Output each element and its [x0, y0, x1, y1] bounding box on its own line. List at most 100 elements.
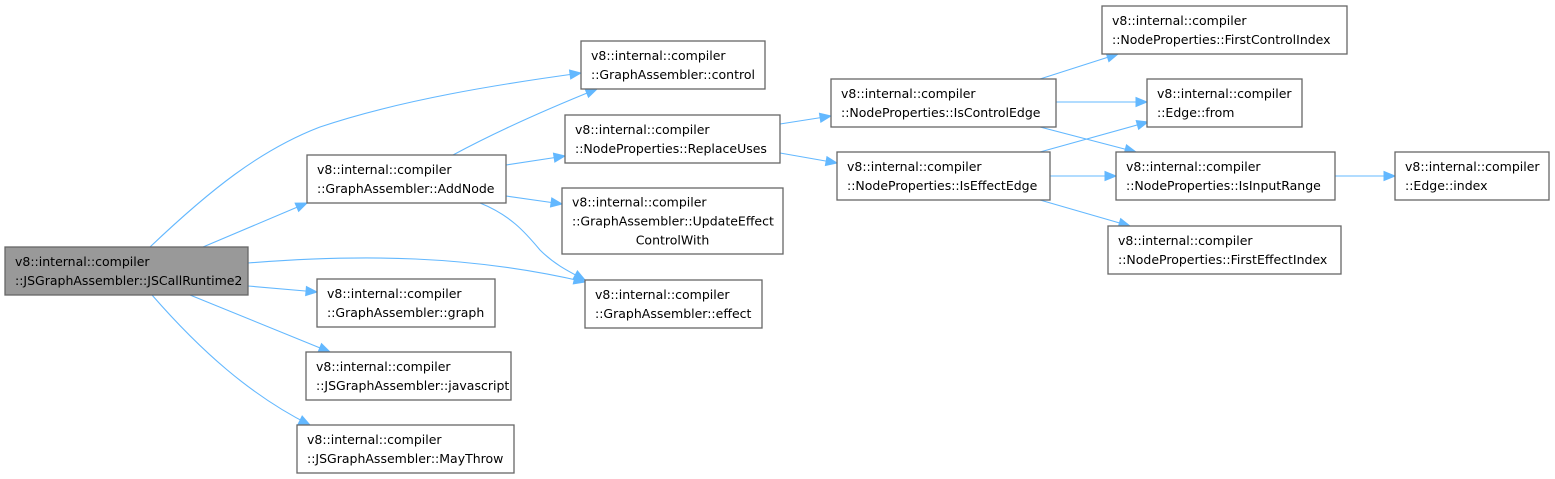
node-np-firsteffectindex[interactable]: v8::internal::compiler::NodeProperties::…	[1107, 225, 1342, 275]
node-box[interactable]	[316, 278, 496, 328]
node-label-line-2: ::JSGraphAssembler::javascript	[316, 378, 509, 393]
arrowhead-icon	[824, 155, 839, 167]
edge-np_iscontroledge-to-np_isinputrange	[1039, 126, 1138, 155]
node-box[interactable]	[580, 40, 766, 90]
node-label-line-1: v8::internal::compiler	[591, 48, 726, 63]
edges-layer	[149, 52, 1397, 426]
node-label-line-1: v8::internal::compiler	[572, 195, 707, 210]
node-label-line-2: ::NodeProperties::IsControlEdge	[841, 105, 1041, 120]
node-jsga-maythrow[interactable]: v8::internal::compiler::JSGraphAssembler…	[296, 424, 515, 474]
edge-line	[1039, 121, 1149, 153]
node-edge-from[interactable]: v8::internal::compiler::Edge::from	[1146, 78, 1303, 128]
edge-line	[1039, 199, 1131, 227]
node-box[interactable]	[4, 246, 249, 296]
edge-np_iseffectedge-to-np_isinputrange	[1050, 170, 1118, 182]
node-label-line-1: v8::internal::compiler	[1405, 159, 1540, 174]
node-label-line-1: v8::internal::compiler	[1157, 86, 1292, 101]
arrowhead-icon	[1135, 120, 1150, 131]
node-label-line-1: v8::internal::compiler	[1118, 233, 1253, 248]
node-label-line-2: ::JSGraphAssembler::MayThrow	[307, 451, 503, 466]
node-label-line-3: ControlWith	[636, 233, 710, 248]
node-box[interactable]	[1115, 151, 1336, 201]
edge-np_isinputrange-to-edge_index	[1335, 170, 1397, 182]
node-label-line-2: ::GraphAssembler::UpdateEffect	[572, 214, 774, 229]
node-box[interactable]	[1146, 78, 1303, 128]
edge-line	[189, 294, 331, 353]
node-box[interactable]	[836, 151, 1051, 201]
arrowhead-icon	[294, 202, 309, 213]
arrowhead-icon	[549, 197, 564, 208]
edge-np_iscontroledge-to-edge_from	[1056, 96, 1149, 108]
arrowhead-icon	[1104, 170, 1118, 182]
node-label-line-1: v8::internal::compiler	[316, 359, 451, 374]
node-label-line-1: v8::internal::compiler	[595, 287, 730, 302]
node-box[interactable]	[584, 279, 763, 329]
edge-line	[149, 72, 582, 248]
edge-ga_addnode-to-np_replaceuses	[505, 152, 567, 166]
edge-line	[202, 202, 308, 248]
node-box[interactable]	[830, 78, 1057, 128]
node-box[interactable]	[561, 187, 784, 255]
node-ga-updateeffect[interactable]: v8::internal::compiler::GraphAssembler::…	[561, 187, 784, 255]
arrowhead-icon	[1135, 96, 1149, 108]
node-label-line-1: v8::internal::compiler	[317, 162, 452, 177]
node-label-line-2: ::NodeProperties::FirstControlIndex	[1112, 32, 1331, 47]
edge-np_replaceuses-to-np_iseffectedge	[779, 152, 839, 167]
edge-root-to-jsga_maythrow	[151, 294, 312, 426]
edge-root-to-ga_control	[149, 69, 583, 248]
edge-ga_addnode-to-ga_updateeffect	[505, 195, 564, 208]
edge-line	[1039, 126, 1137, 153]
edge-root-to-ga_graph	[247, 285, 319, 297]
edge-line	[1039, 53, 1119, 80]
edge-root-to-ga_addnode	[202, 202, 309, 248]
arrowhead-icon	[1383, 170, 1397, 182]
node-box[interactable]	[1101, 5, 1348, 55]
edge-root-to-jsga_javascript	[189, 294, 332, 353]
edge-np_iscontroledge-to-np_firstcontrolindex	[1039, 52, 1120, 80]
node-box[interactable]	[296, 424, 515, 474]
arrowhead-icon	[297, 415, 312, 426]
node-box[interactable]	[306, 154, 507, 204]
node-edge-index[interactable]: v8::internal::compiler::Edge::index	[1394, 151, 1550, 201]
edge-line	[479, 202, 586, 281]
node-box[interactable]	[564, 114, 781, 164]
node-label-line-2: ::Edge::from	[1157, 105, 1234, 120]
node-label-line-2: ::JSGraphAssembler::JSCallRuntime2	[15, 273, 242, 288]
node-root[interactable]: v8::internal::compiler::JSGraphAssembler…	[4, 246, 249, 296]
node-np-firstcontrolindex[interactable]: v8::internal::compiler::NodeProperties::…	[1101, 5, 1348, 55]
node-np-isinputrange[interactable]: v8::internal::compiler::NodeProperties::…	[1115, 151, 1336, 201]
edge-line	[151, 294, 311, 426]
node-np-replaceuses[interactable]: v8::internal::compiler::NodeProperties::…	[564, 114, 781, 164]
arrowhead-icon	[305, 285, 319, 297]
node-ga-addnode[interactable]: v8::internal::compiler::GraphAssembler::…	[306, 154, 507, 204]
node-ga-control[interactable]: v8::internal::compiler::GraphAssembler::…	[580, 40, 766, 90]
nodes-layer: v8::internal::compiler::JSGraphAssembler…	[4, 5, 1550, 474]
edge-ga_addnode-to-ga_effect	[479, 202, 587, 281]
node-label-line-2: ::Edge::index	[1405, 178, 1488, 193]
node-label-line-2: ::GraphAssembler::graph	[327, 305, 484, 320]
node-np-iseffectedge[interactable]: v8::internal::compiler::NodeProperties::…	[836, 151, 1051, 201]
node-label-line-1: v8::internal::compiler	[15, 254, 150, 269]
edge-np_iseffectedge-to-np_firsteffectindex	[1039, 199, 1132, 228]
arrowhead-icon	[572, 269, 587, 281]
node-np-iscontroledge[interactable]: v8::internal::compiler::NodeProperties::…	[830, 78, 1057, 128]
node-box[interactable]	[305, 351, 512, 401]
node-label-line-2: ::GraphAssembler::AddNode	[317, 181, 495, 196]
node-label-line-2: ::GraphAssembler::effect	[595, 306, 752, 321]
edge-line	[452, 88, 598, 156]
node-jsga-javascript[interactable]: v8::internal::compiler::JSGraphAssembler…	[305, 351, 512, 401]
arrowhead-icon	[584, 88, 599, 99]
node-label-line-1: v8::internal::compiler	[1126, 159, 1261, 174]
edge-line	[247, 257, 586, 283]
edge-np_iseffectedge-to-edge_from	[1039, 120, 1150, 153]
node-ga-effect[interactable]: v8::internal::compiler::GraphAssembler::…	[584, 279, 763, 329]
node-label-line-2: ::NodeProperties::IsInputRange	[1126, 178, 1321, 193]
node-box[interactable]	[1394, 151, 1550, 201]
arrowhead-icon	[818, 112, 833, 123]
node-label-line-1: v8::internal::compiler	[307, 432, 442, 447]
arrowhead-icon	[317, 342, 332, 353]
node-box[interactable]	[1107, 225, 1342, 275]
node-label-line-2: ::NodeProperties::ReplaceUses	[575, 141, 767, 156]
node-ga-graph[interactable]: v8::internal::compiler::GraphAssembler::…	[316, 278, 496, 328]
